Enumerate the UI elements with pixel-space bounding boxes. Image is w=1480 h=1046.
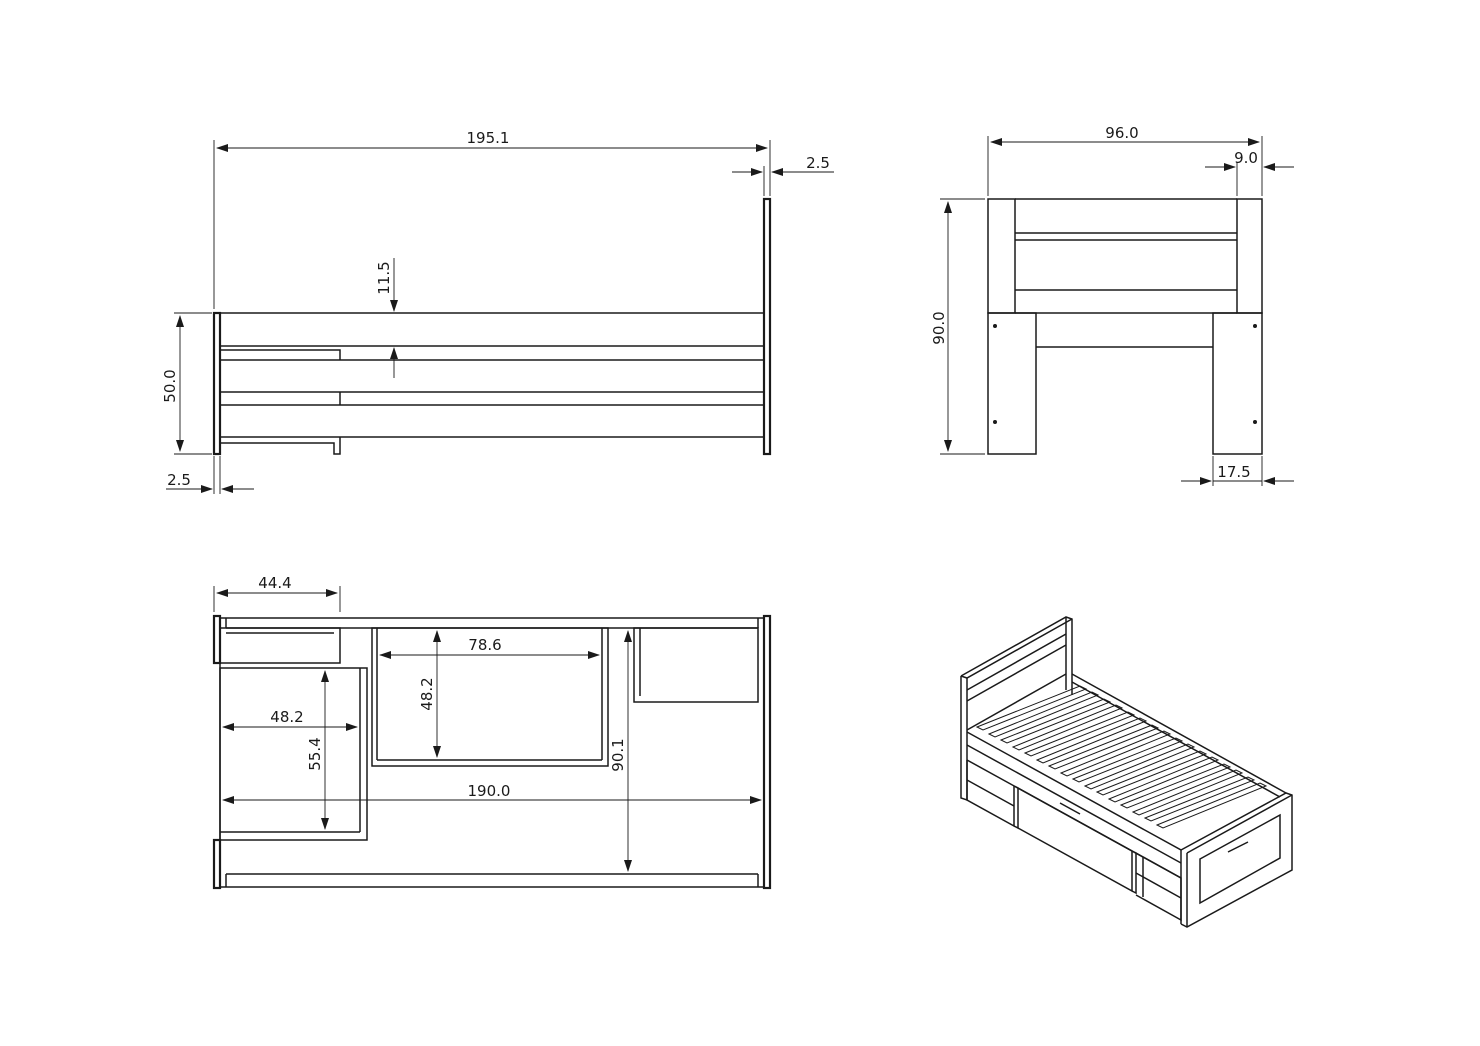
iso-front-rail (966, 731, 1182, 924)
iso-slats (975, 685, 1268, 829)
dim-drawer-depth: 48.2 (418, 677, 436, 710)
top-right-post (762, 614, 772, 890)
dim-footboard-thickness: 2.5 (167, 471, 191, 489)
drawer-front-upper (219, 346, 341, 360)
dim-headboard-height: 90.0 (930, 311, 948, 344)
center-drawer (371, 627, 609, 767)
dim-rail-height: 11.5 (375, 261, 393, 294)
dim-overall-length: 195.1 (467, 129, 510, 147)
top-view: 44.4 78.6 48.2 48.2 55.4 90.1 190.0 (212, 574, 772, 890)
dim-inner-length: 190.0 (468, 782, 511, 800)
dim-cubby-width: 48.2 (270, 708, 303, 726)
dim-headboard-thickness: 2.5 (806, 154, 830, 172)
dim-cubby-depth: 55.4 (306, 737, 324, 770)
top-left-post-lower (212, 838, 222, 890)
dim-post-inset: 9.0 (1234, 149, 1258, 167)
left-upper-post (987, 198, 1016, 314)
top-left-post-upper (212, 614, 222, 665)
footboard-post (212, 311, 222, 456)
right-lower-post (1212, 312, 1263, 455)
right-upper-post (1236, 198, 1263, 314)
dim-post-width: 17.5 (1217, 463, 1250, 481)
cubby-opening (219, 667, 368, 841)
isometric-view (960, 616, 1293, 928)
left-lower-post (987, 312, 1037, 455)
iso-headboard-top (960, 616, 1073, 695)
top-rail (219, 312, 765, 347)
small-drawer (219, 627, 341, 664)
dim-drawer-width: 78.6 (468, 636, 501, 654)
end-view: 96.0 9.0 90.0 17.5 (930, 124, 1294, 486)
dim-overall-width: 96.0 (1105, 124, 1138, 142)
headboard-post (762, 197, 772, 456)
drawer-front-lower (220, 437, 341, 455)
iso-cubby-right (1135, 852, 1182, 922)
iso-footboard (1180, 792, 1293, 928)
dim-inner-width: 90.1 (609, 738, 627, 771)
iso-drawer-main (1017, 787, 1133, 893)
right-drawer (633, 627, 759, 703)
iso-foot-drawer (1199, 813, 1281, 905)
dim-drawer-offset: 44.4 (258, 574, 291, 592)
dim-frame-height: 50.0 (161, 369, 179, 402)
side-view: 195.1 2.5 11.5 50.0 2.5 (161, 129, 834, 494)
